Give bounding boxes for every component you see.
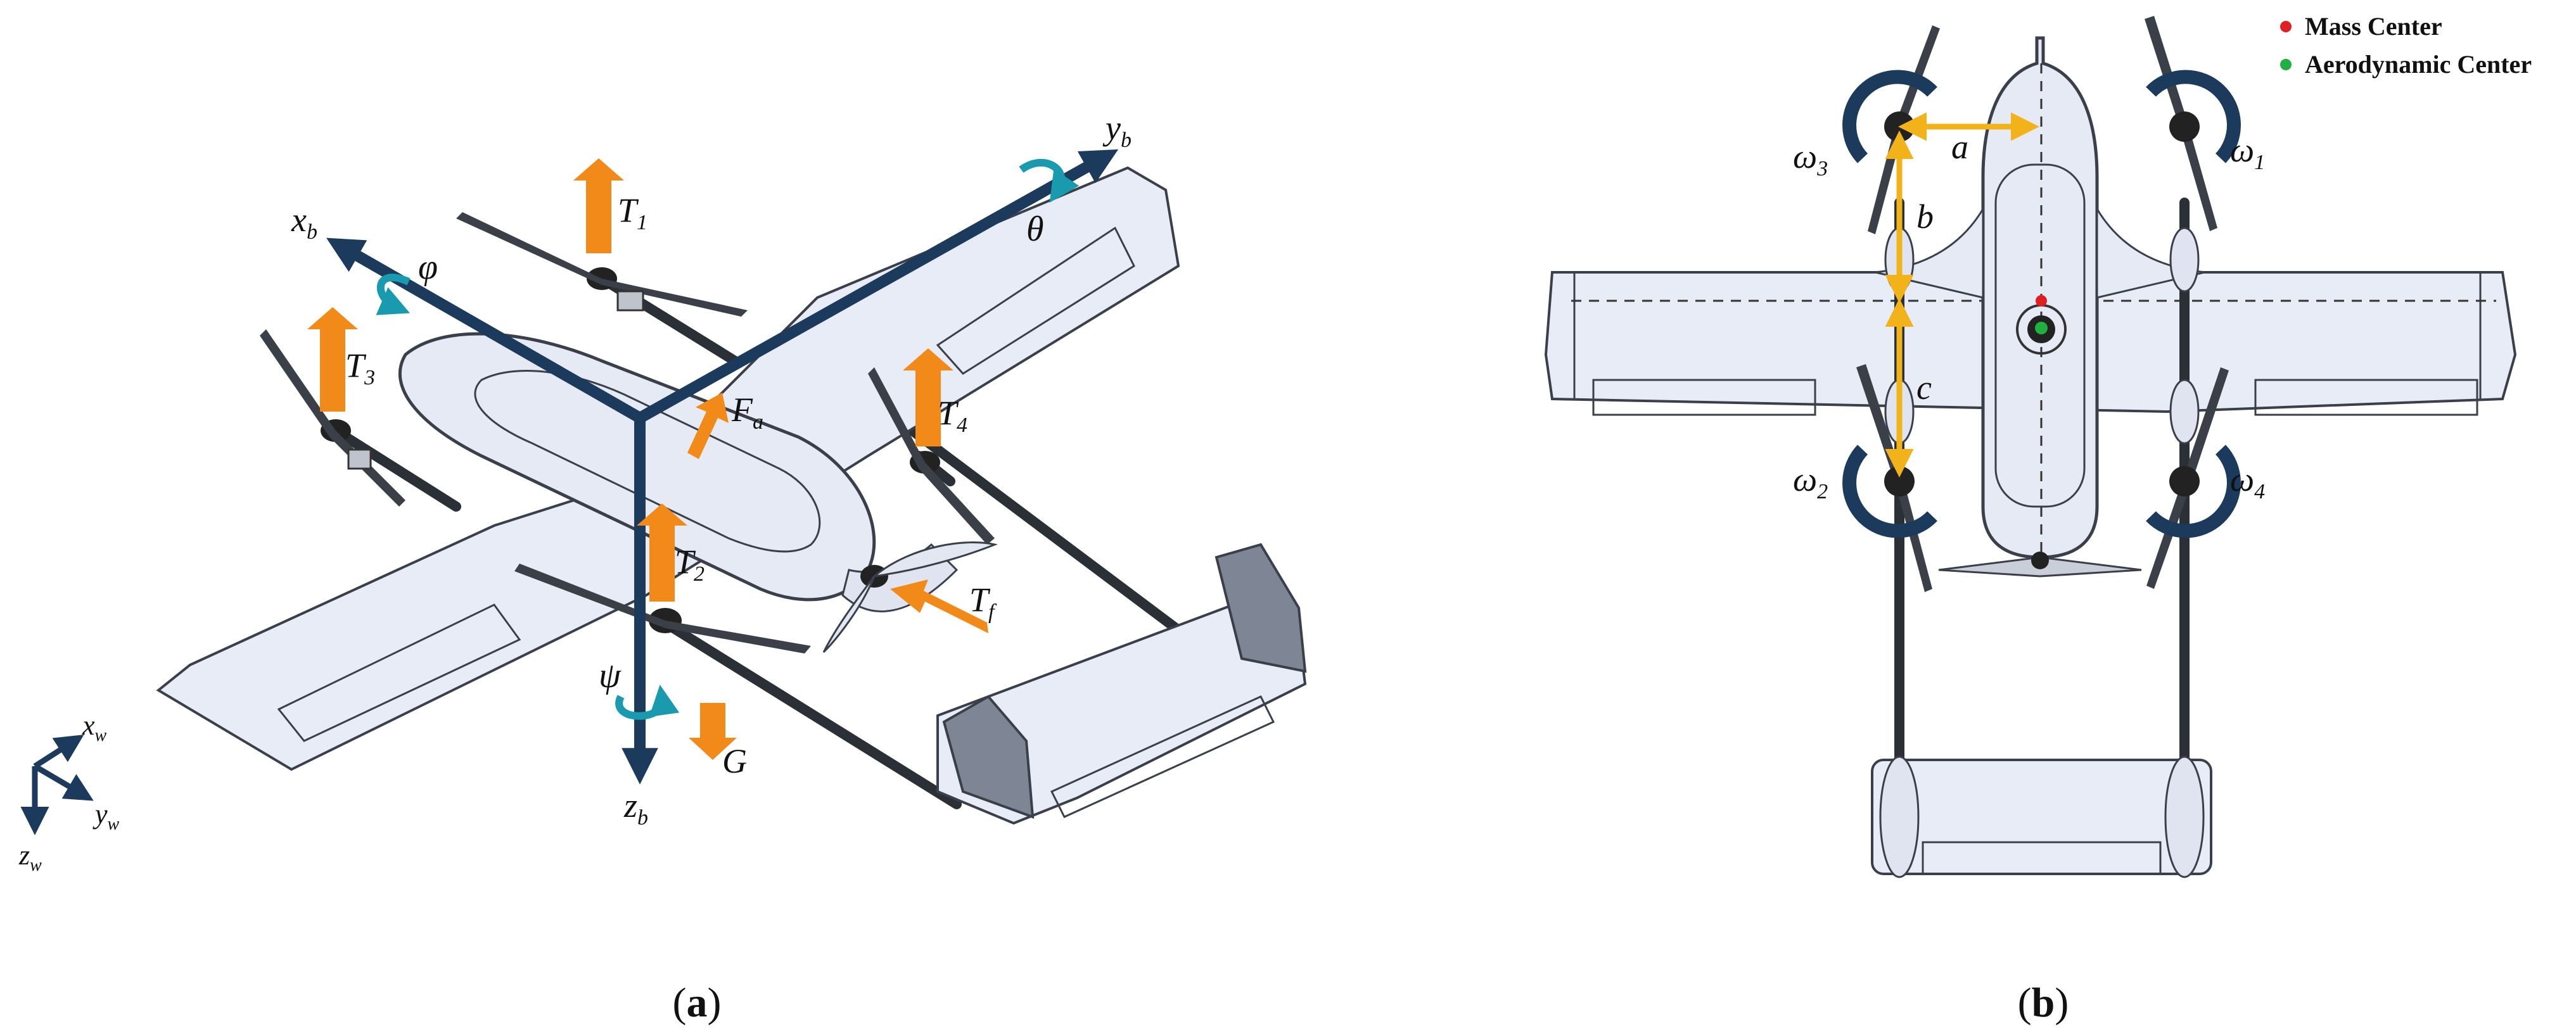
label-w2: ω2	[1793, 460, 1828, 503]
label-theta: θ	[1026, 210, 1044, 249]
pusher-motor	[822, 541, 998, 654]
label-yw: yw	[92, 799, 120, 834]
aero-force-arrow	[687, 393, 729, 459]
label-t2: T2	[675, 543, 705, 586]
rotor-arc-1	[2146, 70, 2241, 163]
aileron-left	[277, 603, 521, 742]
tail-booms	[666, 426, 1221, 809]
legend-aero-label: Aerodynamic Center	[2305, 50, 2532, 79]
legend-aero-marker	[2280, 59, 2292, 70]
rotation-arcs	[376, 158, 1080, 720]
label-dim-a: a	[1951, 128, 1968, 166]
label-zw: zw	[18, 840, 42, 875]
thrust-arrow-t2	[637, 503, 687, 602]
panel-a: xb yb zb φ θ ψ T1 T3 T4 T2 Fa Tf G xw yw…	[18, 109, 1307, 1026]
forward-thrust-arrow	[890, 579, 988, 633]
legend: Mass Center Aerodynamic Center	[2280, 12, 2532, 79]
label-yb: yb	[1102, 109, 1132, 152]
aileron-left-top	[1592, 379, 1816, 416]
label-psi: ψ	[599, 656, 622, 695]
label-xb: xb	[291, 201, 317, 244]
elevator	[1050, 695, 1275, 818]
legend-mass-label: Mass Center	[2305, 12, 2442, 41]
vertical-fin-left	[942, 695, 1035, 819]
label-w4: ω4	[2230, 460, 2265, 503]
label-t1: T1	[618, 191, 647, 234]
thrust-arrow-t4	[903, 348, 953, 446]
aileron-right-top	[2254, 379, 2478, 416]
motor-3	[260, 329, 405, 507]
dimension-lines	[1885, 112, 2039, 477]
label-tf: Tf	[969, 581, 997, 624]
label-w3: ω3	[1793, 137, 1828, 180]
caption-b: (b)	[2018, 980, 2069, 1026]
axis-xw	[33, 735, 84, 769]
aero-center-dot	[2035, 322, 2048, 334]
axis-yb	[637, 149, 1119, 423]
roll-arc	[376, 274, 411, 315]
motor-1	[456, 212, 748, 317]
motor-2	[514, 564, 811, 654]
pitch-arc	[1019, 158, 1080, 203]
label-phi: φ	[418, 248, 438, 287]
caption-a: (a)	[673, 980, 722, 1026]
tail-fin-right	[2164, 755, 2205, 878]
rotor-arcs	[1842, 70, 2241, 538]
label-t4: T4	[938, 394, 967, 437]
label-xw: xw	[82, 710, 107, 745]
pod-front-right	[2169, 227, 2200, 293]
panel-b: ω3 ω1 ω2 ω4 a b c Mass Center Aerodynami…	[1544, 12, 2532, 1026]
aileron-right	[936, 226, 1135, 375]
force-arrows	[307, 158, 988, 760]
label-t3: T3	[345, 346, 375, 389]
rotor-arc-4	[2146, 445, 2241, 538]
label-dim-b: b	[1916, 198, 1934, 236]
gravity-arrow	[689, 703, 737, 760]
label-w1: ω1	[2230, 131, 2265, 174]
thrust-arrow-t3	[307, 307, 358, 412]
label-zb: zb	[623, 786, 648, 830]
axis-yw	[33, 764, 94, 801]
pod-rear-right	[2169, 379, 2200, 445]
world-frame	[20, 735, 94, 835]
motor-4	[868, 367, 995, 545]
vertical-fin-right	[1215, 543, 1307, 673]
label-dim-c: c	[1916, 369, 1932, 407]
legend-mass-marker	[2280, 21, 2292, 32]
label-fa: Fa	[731, 391, 763, 434]
label-g: G	[722, 742, 747, 780]
pusher-hub-top	[2031, 552, 2049, 569]
top-canopy	[1994, 163, 2086, 508]
propeller-1	[2145, 16, 2217, 231]
top-elevator	[1922, 841, 2162, 875]
tail-fin-left	[1879, 755, 1920, 878]
thrust-arrow-t1	[573, 158, 624, 253]
rotor-arc-3	[1842, 70, 1937, 163]
mass-center-dot	[2036, 295, 2047, 306]
yaw-arc	[615, 685, 680, 720]
rotor-arc-2	[1842, 445, 1937, 538]
